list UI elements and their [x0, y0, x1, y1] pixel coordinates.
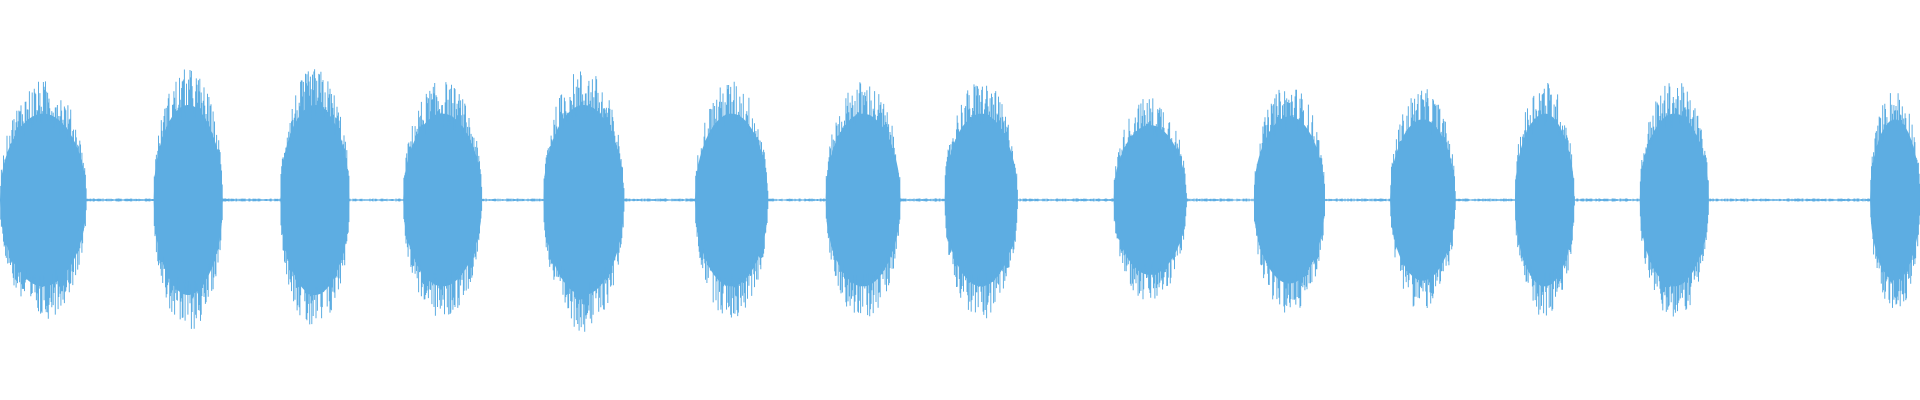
waveform-burst — [1254, 89, 1325, 313]
waveform-burst — [153, 69, 223, 329]
waveform-burst — [944, 84, 1018, 319]
waveform-burst — [825, 82, 901, 317]
waveform-burst — [280, 69, 350, 325]
waveform-burst — [1113, 98, 1187, 300]
waveform-burst — [1390, 89, 1456, 308]
waveform-burst — [403, 82, 483, 316]
waveform-burst — [1515, 83, 1575, 316]
waveform-burst — [0, 81, 87, 319]
waveform-bursts — [0, 69, 1920, 332]
waveform-burst — [1870, 93, 1920, 308]
waveform-burst — [1639, 83, 1709, 317]
waveform-burst — [695, 81, 769, 318]
waveform-burst — [543, 71, 625, 332]
